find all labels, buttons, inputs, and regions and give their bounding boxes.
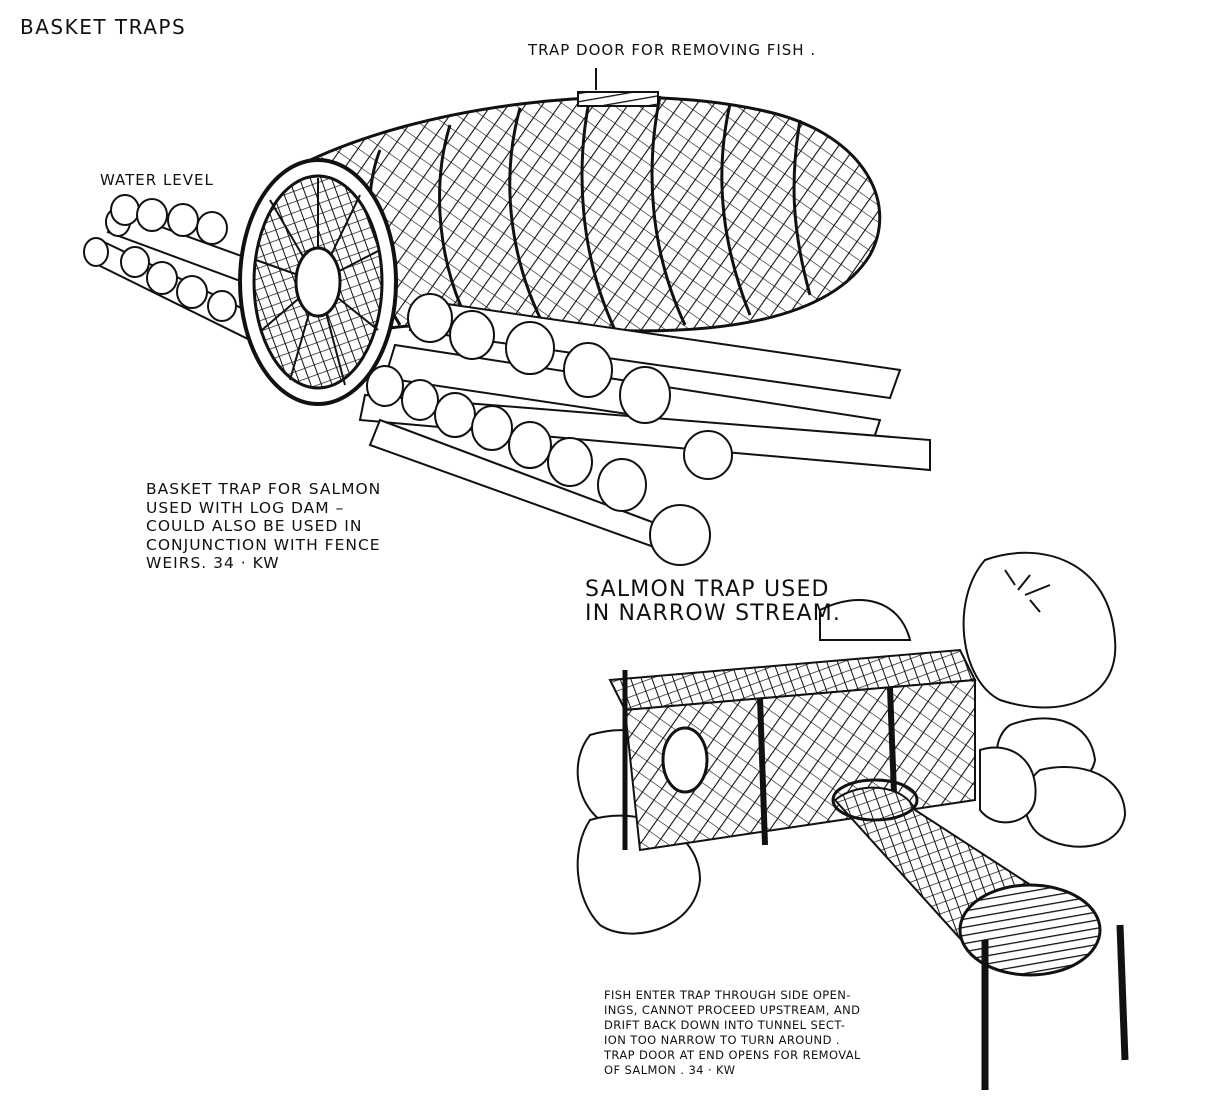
log-dam-left — [83, 194, 282, 342]
trap-door — [577, 91, 659, 107]
salmon-trap-caption: FISH ENTER TRAP THROUGH SIDE OPEN- INGS,… — [604, 988, 861, 1077]
basket-trap-caption: BASKET TRAP FOR SALMON USED WITH LOG DAM… — [146, 480, 382, 573]
basket-trap-body — [298, 91, 882, 333]
basket-mouth — [238, 158, 398, 406]
salmon-trap-scene — [576, 551, 1129, 1090]
water-level-label: WATER LEVEL — [100, 171, 214, 189]
salmon-trap-title: SALMON TRAP USED IN NARROW STREAM. — [585, 577, 842, 627]
log-dam-right — [358, 293, 931, 566]
trap-door-label: TRAP DOOR FOR REMOVING FISH . — [528, 41, 817, 59]
page-title: BASKET TRAPS — [20, 15, 187, 39]
